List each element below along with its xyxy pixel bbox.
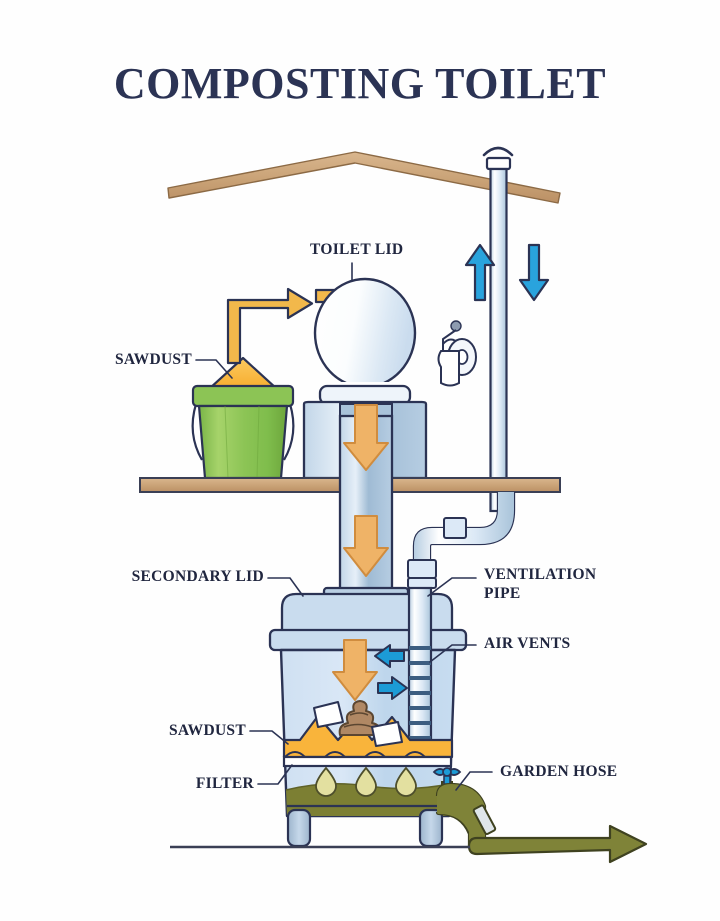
liquid-drops xyxy=(315,766,417,797)
leader-secondary-lid xyxy=(267,577,304,597)
air-vents xyxy=(407,586,433,758)
page-title: COMPOSTING TOILET xyxy=(113,59,607,108)
vent-up-arrow xyxy=(464,243,496,302)
waste-down-arrow-upper xyxy=(343,404,389,471)
toilet-paper-roll xyxy=(437,320,477,387)
label-filter: FILTER xyxy=(195,775,254,792)
leader-ventilation-pipe xyxy=(427,577,477,597)
label-air-vents: AIR VENTS xyxy=(484,635,571,652)
hose-outflow-arrow xyxy=(467,824,648,864)
secondary-lid-flange xyxy=(268,628,468,652)
label-sawdust-bottom: SAWDUST xyxy=(168,722,246,739)
toilet-paper-scraps xyxy=(313,701,403,747)
secondary-lid xyxy=(268,592,468,652)
toilet-lid-shape xyxy=(313,277,417,389)
air-in-arrow-lower xyxy=(377,676,408,700)
toilet-bowl xyxy=(302,277,428,480)
leader-garden-hose xyxy=(455,771,493,791)
label-toilet-lid: TOILET LID xyxy=(310,241,404,258)
sawdust-bucket xyxy=(191,356,295,480)
tank-infill-arrow xyxy=(332,639,378,701)
vent-down-arrow xyxy=(518,243,550,302)
leader-lines xyxy=(195,262,493,791)
label-ventilation-pipe-line1: VENTILATION xyxy=(484,566,597,583)
ventilation-pipe-bend xyxy=(407,492,516,589)
roof-beam xyxy=(167,151,561,204)
air-in-arrow-upper xyxy=(374,644,405,668)
leader-sawdust-top xyxy=(195,359,233,379)
leader-filter xyxy=(257,764,293,785)
hose-coupling xyxy=(472,804,497,836)
label-sawdust-top: SAWDUST xyxy=(114,351,192,368)
waste-down-arrow-lower xyxy=(343,515,389,577)
leader-sawdust-bottom xyxy=(249,730,289,745)
leader-air-vents xyxy=(429,644,477,663)
garden-hose xyxy=(435,782,648,864)
filter-mesh xyxy=(282,751,453,768)
sawdust-transfer-arrow xyxy=(226,287,314,365)
label-secondary-lid: SECONDARY LID xyxy=(131,568,264,585)
waste-pile xyxy=(338,700,382,736)
label-garden-hose: GARDEN HOSE xyxy=(500,763,618,780)
label-ventilation-pipe-line2: PIPE xyxy=(484,585,521,602)
ventilation-pipe-upper xyxy=(482,146,514,513)
vent-cap-icon xyxy=(482,146,514,157)
tank-feet xyxy=(286,804,449,848)
